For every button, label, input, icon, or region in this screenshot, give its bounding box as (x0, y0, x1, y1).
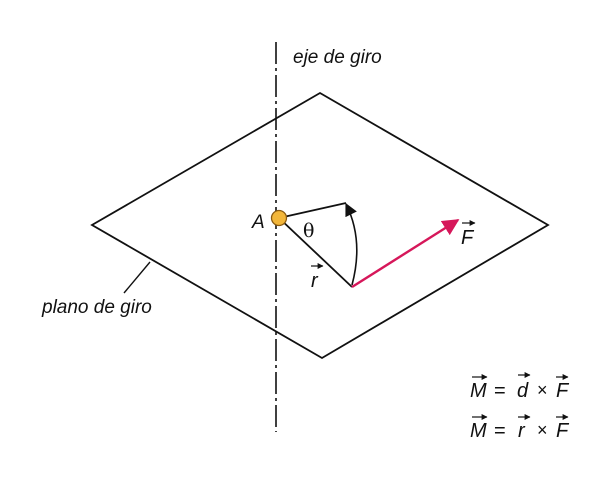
formula-2-a: r (518, 420, 526, 442)
formula-1: M = d × F (470, 372, 570, 402)
angle-arc (345, 202, 358, 286)
angle-theta-label: θ (303, 220, 314, 242)
axis-label: eje de giro (293, 47, 382, 68)
F-label: F (461, 227, 475, 249)
formula-2-eq: = (494, 420, 506, 442)
point-A-label: A (251, 212, 265, 233)
formula-2-b: F (556, 420, 570, 442)
force-vector-F (351, 218, 460, 289)
formula-1-eq: = (494, 380, 506, 402)
angle-reference-line (278, 202, 347, 219)
rotation-plane (90, 91, 550, 360)
position-vector-r (278, 217, 353, 288)
plane-label-leader (123, 261, 151, 294)
r-label: r (311, 270, 319, 292)
point-A (270, 209, 288, 227)
formula-2-op: × (537, 420, 548, 440)
formula-1-b: F (556, 380, 570, 402)
formula-2-lhs: M (470, 420, 487, 442)
formula-2: M = r × F (470, 414, 570, 442)
formula-1-op: × (537, 380, 548, 400)
formula-1-lhs: M (470, 380, 487, 402)
plane-label: plano de giro (41, 297, 152, 318)
formula-1-a: d (517, 380, 529, 402)
